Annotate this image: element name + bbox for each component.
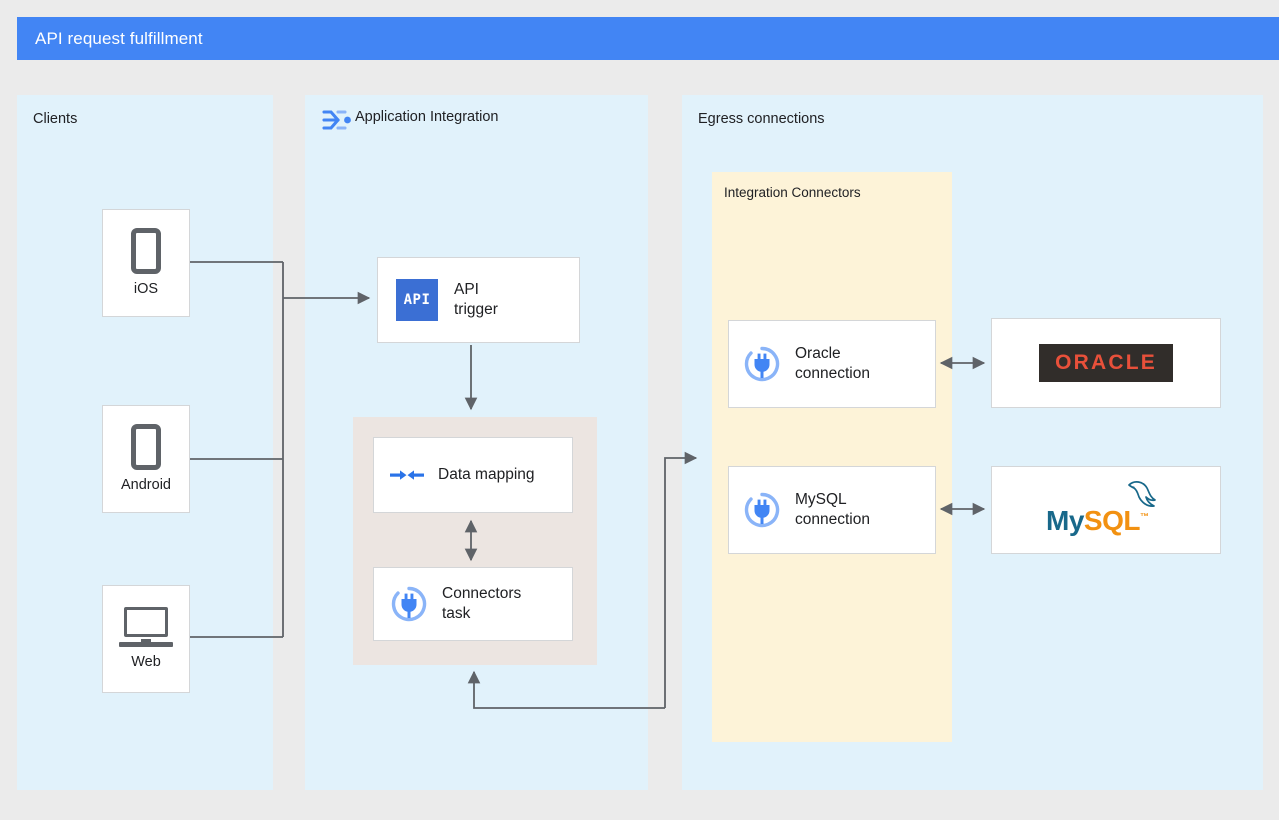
client-card-ios[interactable]: iOS — [102, 209, 190, 317]
oracle-logo: ORACLE — [1039, 344, 1173, 382]
target-system-mysql[interactable]: MySQL™ — [991, 466, 1221, 554]
phone-icon — [131, 423, 161, 470]
header-bar: API request fulfillment — [17, 17, 1279, 60]
client-card-web[interactable]: Web — [102, 585, 190, 693]
connectors-plug-icon — [743, 491, 781, 529]
mysql-dolphin-icon — [1128, 481, 1156, 507]
client-card-android-label: Android — [121, 476, 171, 493]
task-card-data-mapping-label: Data mapping — [438, 466, 535, 484]
panel-integration-connectors-label: Integration Connectors — [724, 185, 861, 200]
panel-application-integration-label: Application Integration — [355, 109, 499, 125]
client-card-ios-label: iOS — [133, 280, 159, 297]
phone-icon — [131, 227, 161, 274]
data-mapping-icon — [390, 463, 424, 487]
panel-integration-connectors: Integration Connectors — [712, 172, 952, 742]
laptop-icon — [119, 606, 173, 647]
connectors-plug-icon — [743, 345, 781, 383]
panel-clients-label: Clients — [33, 111, 78, 127]
mysql-logo: MySQL™ — [1046, 479, 1166, 541]
target-system-oracle[interactable]: ORACLE — [991, 318, 1221, 408]
panel-egress-connections-label: Egress connections — [698, 111, 825, 127]
connectors-plug-icon — [390, 585, 428, 623]
api-icon: API — [396, 279, 438, 321]
client-card-android[interactable]: Android — [102, 405, 190, 513]
task-card-data-mapping[interactable]: Data mapping — [373, 437, 573, 513]
client-card-web-label: Web — [131, 653, 161, 670]
application-integration-icon — [319, 105, 353, 135]
page-title: API request fulfillment — [35, 28, 203, 48]
